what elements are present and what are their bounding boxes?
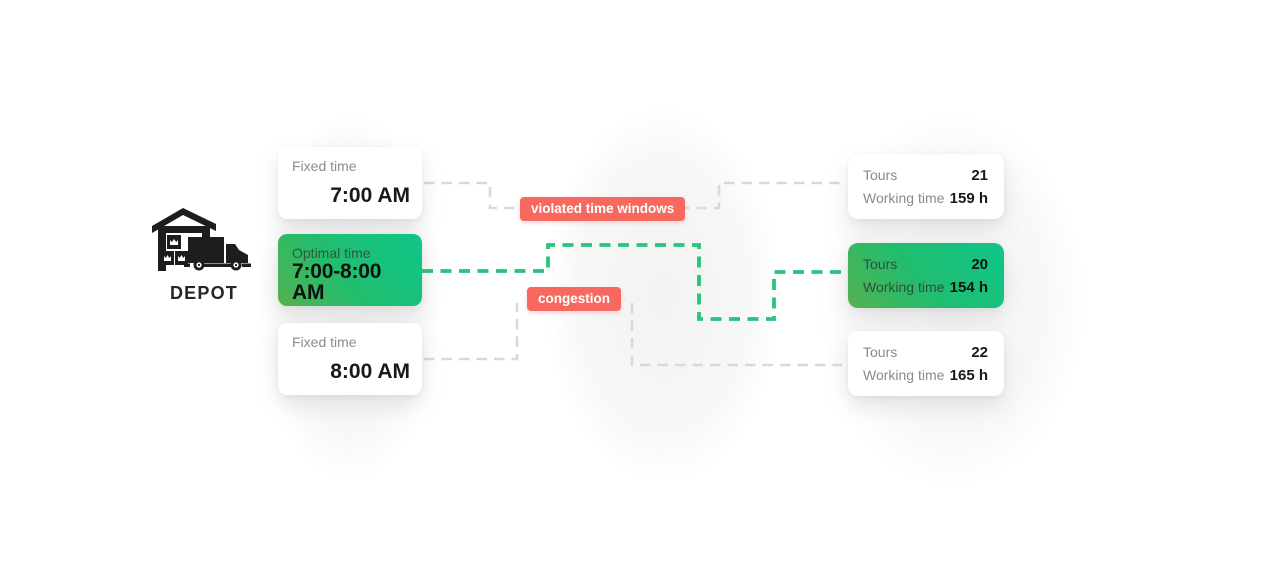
working-time-value: 154 h [949,278,988,296]
tours-label: Tours [863,343,898,360]
tours-label: Tours [863,166,898,183]
fixed-8am-route-line [424,303,842,367]
working-time-row: Working time 165 h [863,367,988,384]
tours-row: Tours 20 [863,256,988,273]
working-time-row: Working time 159 h [863,190,988,207]
fixed-7am-route-line [424,181,842,210]
option-label: Optimal time [292,245,371,261]
depot-label: DEPOT [169,283,238,303]
tours-row: Tours 21 [863,167,988,184]
option-time: 7:00 AM [330,184,410,207]
tours-value: 21 [971,166,988,184]
depot: DEPOT [148,203,260,304]
option-label: Fixed time [292,334,357,350]
tours-value: 20 [971,255,988,273]
result-card-optimal: Tours 20 Working time 154 h [848,243,1004,308]
option-time: 8:00 AM [330,360,410,383]
option-label: Fixed time [292,158,357,174]
optimal-route-line [422,243,844,321]
option-time: 7:00-8:00 AM [292,260,382,305]
working-time-value: 159 h [949,189,988,207]
working-time-label: Working time [863,366,945,383]
fixed-time-card-8am: Fixed time 8:00 AM [278,323,422,395]
working-time-value: 165 h [949,366,988,384]
optimal-time-card: Optimal time 7:00-8:00 AM [278,234,422,306]
tours-value: 22 [971,343,988,361]
result-card-fixed-7am: Tours 21 Working time 159 h [848,154,1004,219]
fixed-time-card-7am: Fixed time 7:00 AM [278,147,422,219]
tours-label: Tours [863,255,898,272]
tours-row: Tours 22 [863,344,988,361]
working-time-label: Working time [863,189,945,206]
working-time-row: Working time 154 h [863,279,988,296]
badge-congestion: congestion [527,287,622,311]
badge-violated-time-windows: violated time windows [520,197,686,221]
result-card-fixed-8am: Tours 22 Working time 165 h [848,331,1004,396]
warehouse-truck-icon [152,208,251,271]
working-time-label: Working time [863,278,945,295]
